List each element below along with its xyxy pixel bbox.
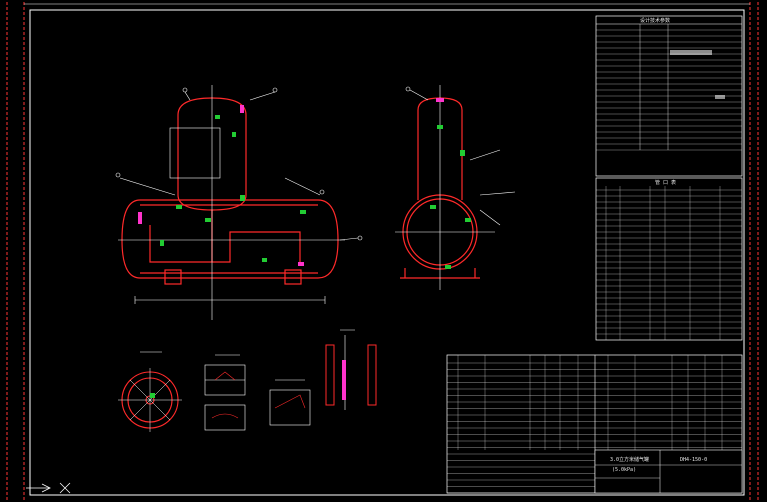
detail-weld-b <box>269 379 311 426</box>
viewport-boundaries <box>6 2 759 500</box>
ucs-arrow-icon <box>26 483 51 493</box>
front-view <box>121 97 339 285</box>
detail-flange-mark <box>150 393 155 398</box>
front-view-nozzles <box>160 115 306 262</box>
front-view-magenta <box>138 105 304 266</box>
side-view-nozzles <box>430 98 471 269</box>
side-view-details <box>395 85 516 290</box>
title-name-line2: (5.0kPa) <box>612 467 636 473</box>
detail-flange-lines <box>118 351 182 432</box>
drawing-frame <box>29 9 745 496</box>
detail-column <box>325 329 377 410</box>
nozzle-table: 管 口 表 <box>595 177 743 341</box>
drawing-number: DH4-150-0 <box>680 457 707 463</box>
ucs-x-icon <box>59 482 71 494</box>
tech-table-header: 设计技术参数 <box>640 17 670 24</box>
nozzle-table-header: 管 口 表 <box>655 179 676 186</box>
detail-weld-a <box>204 354 246 431</box>
title-name-line1: 3.0立方米储气罐 <box>610 456 649 463</box>
title-block: 3.0立方米储气罐 (5.0kPa) DH4-150-0 <box>594 449 743 494</box>
front-view-details <box>115 85 363 320</box>
tech-table: 设计技术参数 <box>595 15 743 177</box>
